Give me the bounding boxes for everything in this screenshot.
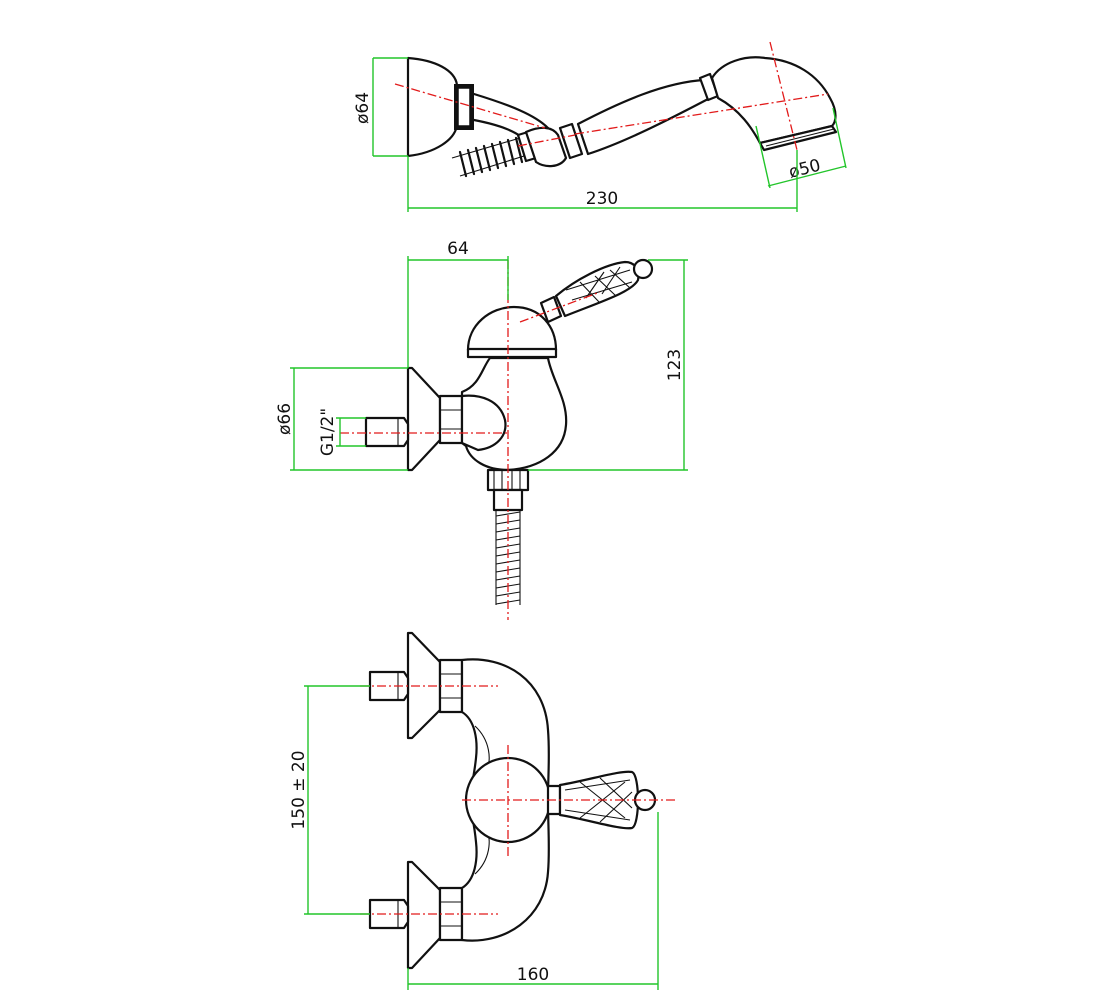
holder-cup	[406, 56, 459, 158]
head-diameter-label: ø64	[353, 92, 373, 124]
mixer-cap	[466, 305, 558, 352]
total-length-label: 230	[586, 189, 618, 209]
height-label: 123	[665, 349, 685, 381]
side-view: 64 123 ø66 G1/2"	[275, 239, 688, 620]
hose-connector	[486, 468, 530, 512]
hand-shower-view: ø64 ø50 230	[353, 41, 847, 212]
spacing-label: 150 ± 20	[289, 750, 309, 829]
front-view: 150 ± 20 160	[289, 631, 675, 990]
wall-flange	[406, 366, 442, 472]
depth-label: 64	[447, 239, 469, 259]
bottom-inlet	[368, 860, 464, 970]
mixer-body	[460, 356, 568, 472]
inlet-pipe	[364, 416, 410, 448]
spray-diameter-label: ø50	[787, 156, 823, 183]
width-label: 160	[517, 965, 549, 985]
hand-shower-handle	[576, 78, 712, 156]
thread-label: G1/2"	[318, 408, 338, 456]
lever-handle	[539, 258, 654, 324]
hose-spring	[451, 136, 525, 178]
inlet-nut	[438, 394, 464, 445]
flange-diameter-label: ø66	[275, 403, 295, 435]
shower-head	[710, 56, 837, 145]
